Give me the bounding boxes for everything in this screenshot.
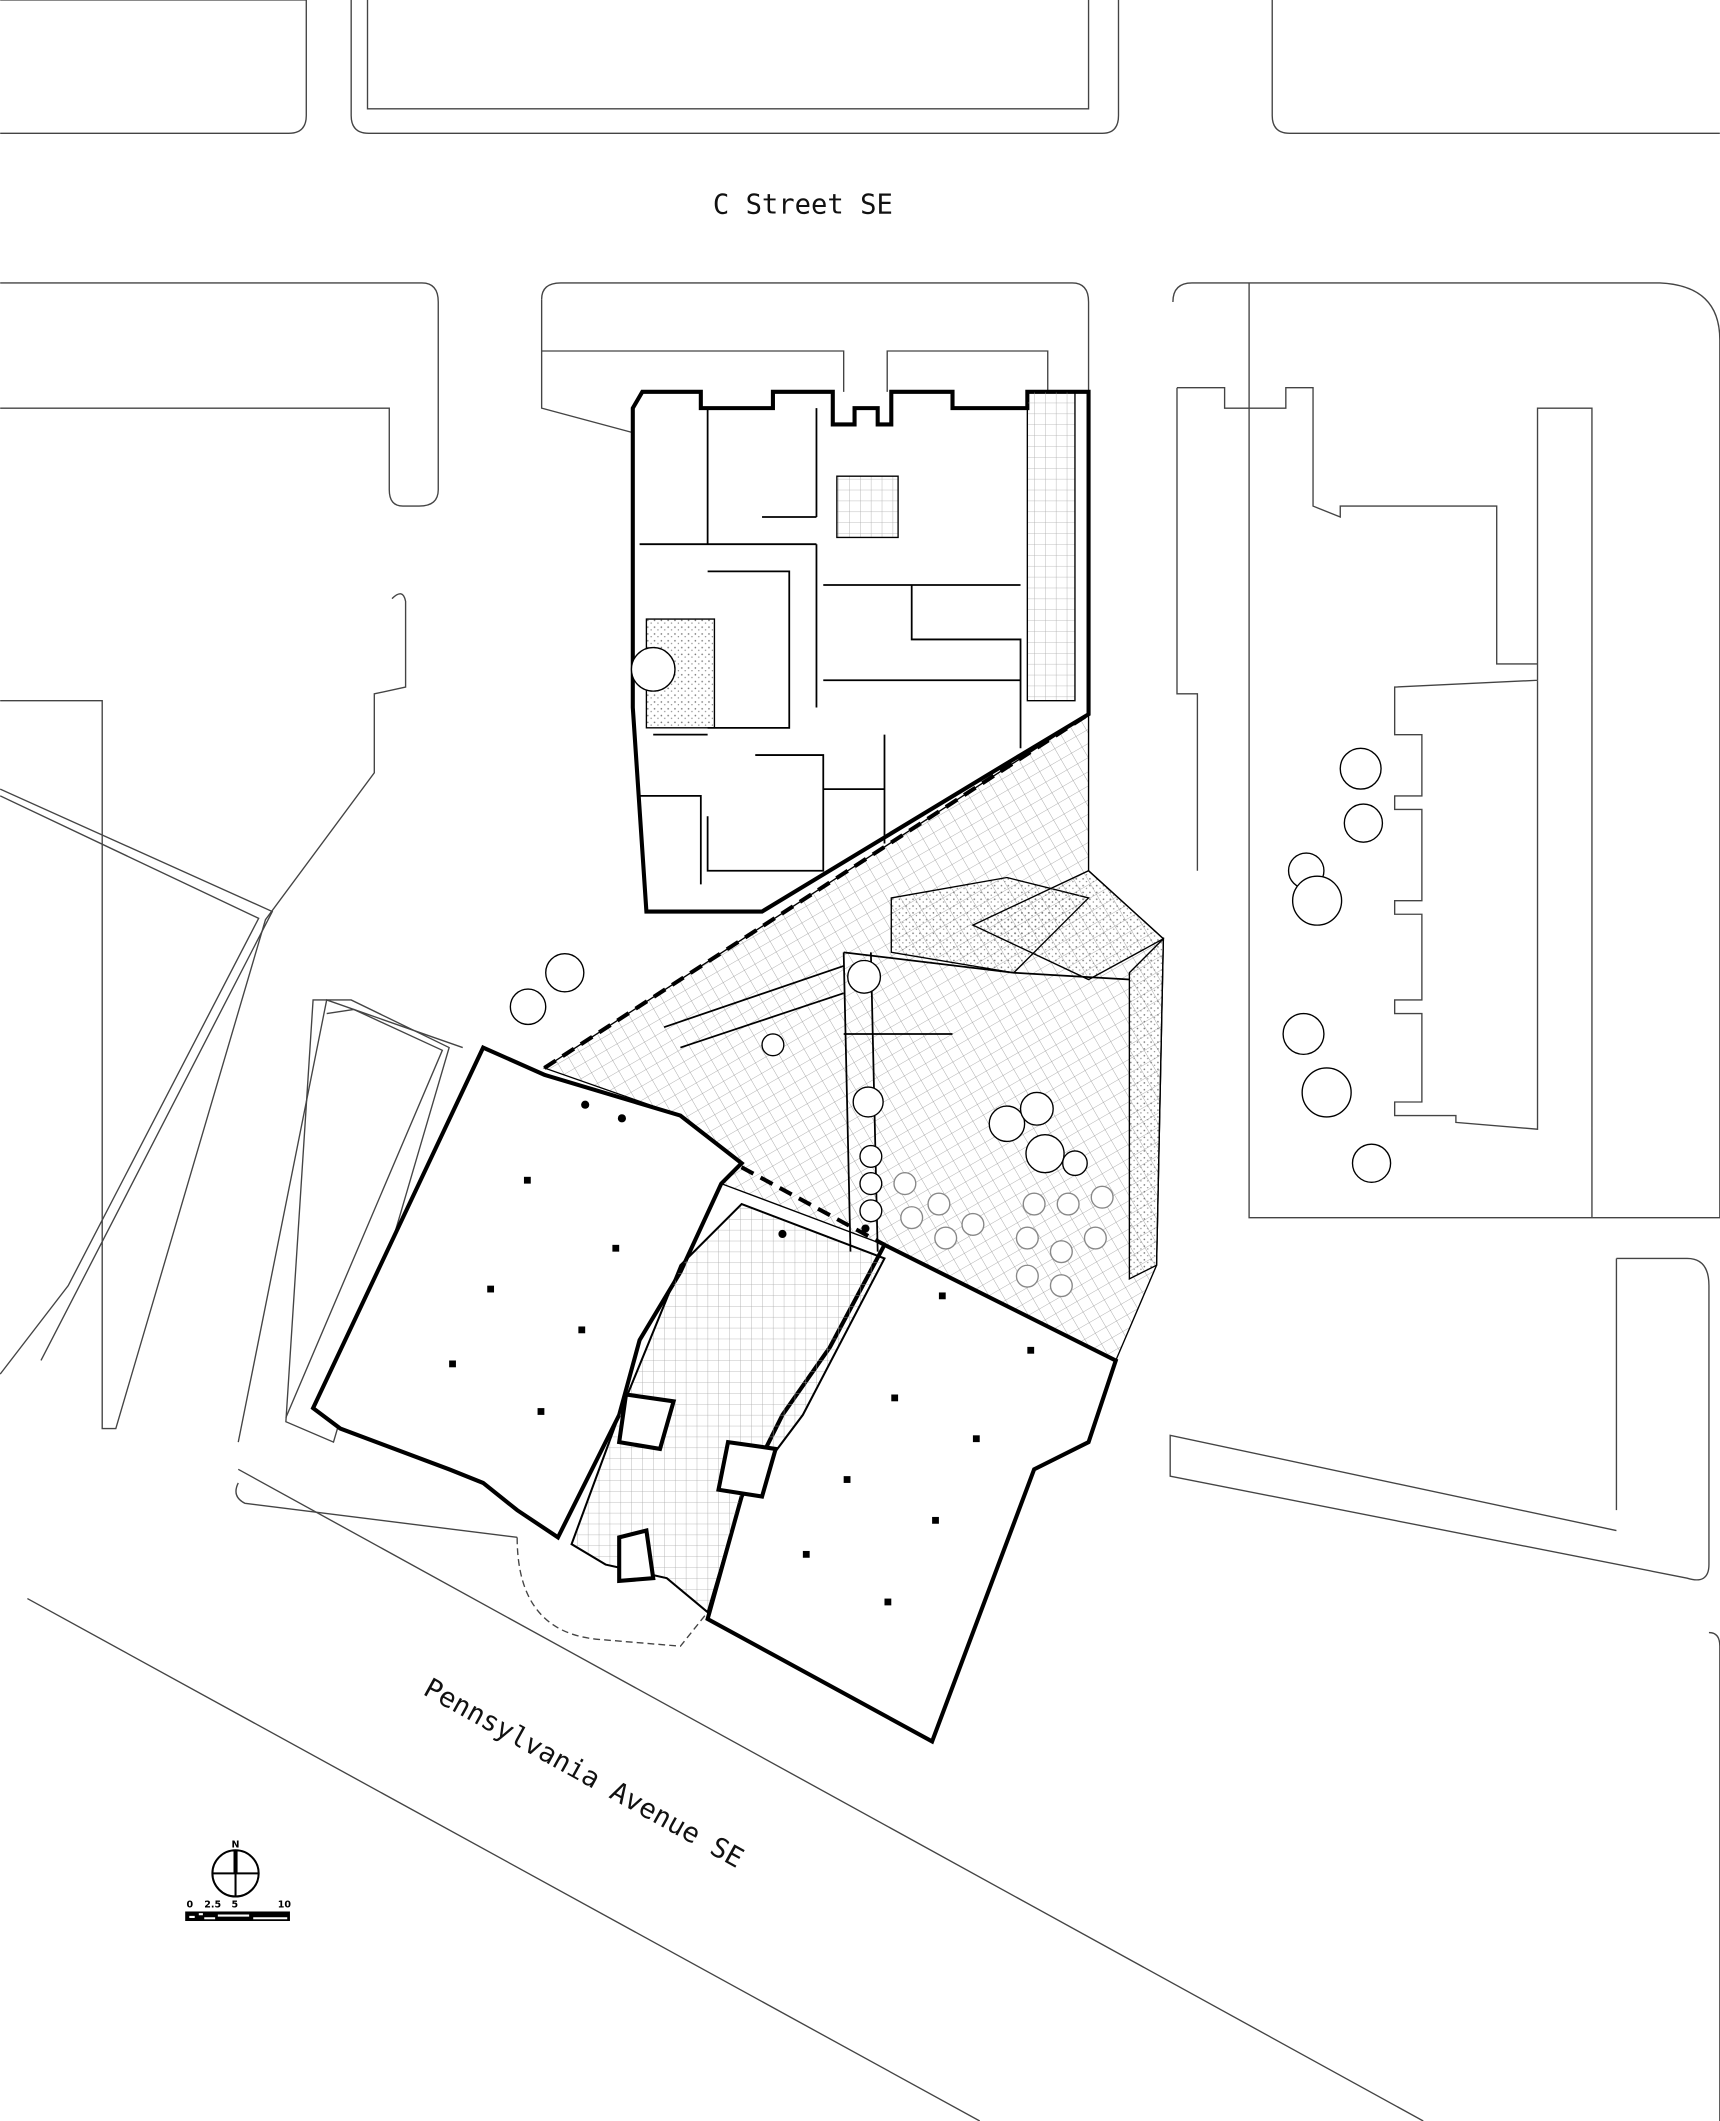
svg-text:0: 0 <box>187 1899 194 1910</box>
north-arrow: N <box>211 1840 260 1898</box>
svg-text:2.5: 2.5 <box>204 1899 221 1910</box>
trees <box>509 646 1392 1298</box>
residential-building <box>630 389 1091 914</box>
svg-text:N: N <box>232 1840 240 1851</box>
svg-text:5: 5 <box>231 1899 238 1910</box>
plaza <box>542 712 1165 1362</box>
street-label-c-street: C Street SE <box>713 190 893 221</box>
columns <box>449 1100 1035 1606</box>
svg-text:10: 10 <box>278 1899 292 1910</box>
street-label-pennsylvania-avenue: Pennsylvania Avenue SE <box>419 1673 749 1875</box>
scale-bar: 0 2.5 5 10 <box>185 1899 292 1922</box>
lobby <box>570 1202 886 1614</box>
